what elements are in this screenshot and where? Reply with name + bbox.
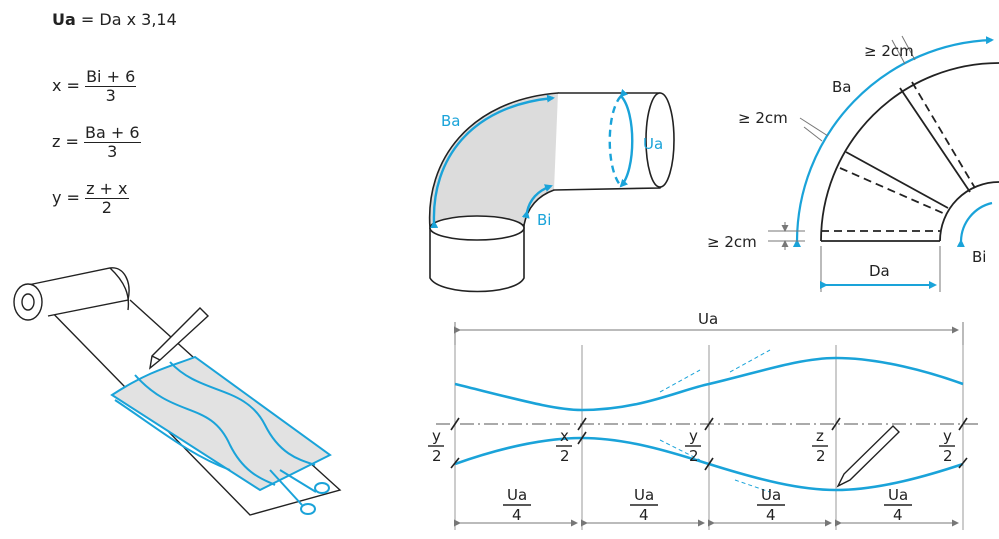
elbow-label-ua: Ua [643,135,663,153]
frac-y-left: y 2 [428,427,444,465]
frac-quarter-1-num: Ua [507,486,527,504]
formula-z-denominator: 3 [107,142,118,161]
frac-quarter-4-num: Ua [888,486,908,504]
frac-quarter-3-den: 4 [766,506,776,524]
frac-quarter-3-num: Ua [761,486,781,504]
frac-z: z 2 [812,427,828,465]
formula-z-lhs: z = [52,132,79,151]
frac-y-left-num: y [432,427,441,445]
segment-label-ba: Ba [832,78,851,96]
frac-y-mid: y 2 [685,427,701,465]
elbow-3d: Ba Ua Bi [428,88,675,293]
frac-x-den: 2 [560,447,570,465]
frac-quarter-1-den: 4 [512,506,522,524]
frac-x: x 2 [556,427,572,465]
segment-layout: ≥ 2cm ≥ 2cm ≥ 2cm Ba Bi Da [707,35,999,292]
frac-z-den: 2 [816,447,826,465]
segment-label-bi: Bi [972,248,986,266]
roll-illustration [13,267,342,516]
formula-y-denominator: 2 [101,198,112,217]
frac-quarter-1: Ua 4 [503,486,531,524]
formula-ua: Ua = Da x 3,14 [52,11,177,29]
frac-y-mid-num: y [689,427,698,445]
segment-gap-bottom: ≥ 2cm [707,233,757,251]
formula-y-lhs: y = [52,188,80,207]
formula-ua-rhs: = Da x 3,14 [80,10,177,29]
segment-label-da: Da [869,262,890,280]
frac-quarter-2-num: Ua [634,486,654,504]
frac-y-mid-den: 2 [689,447,699,465]
elbow-label-bi: Bi [537,211,551,229]
frac-y-right: y 2 [939,427,955,465]
frac-y-right-num: y [943,427,952,445]
formula-ua-lhs: Ua [52,10,76,29]
formula-y-numerator: z + x [85,179,129,199]
unrolled-label-ua: Ua [698,310,718,328]
formula-x-lhs: x = [52,76,80,95]
formula-x-numerator: Bi + 6 [85,67,137,87]
frac-quarter-2: Ua 4 [630,486,658,524]
frac-quarter-2-den: 4 [639,506,649,524]
elbow-label-ba: Ba [441,112,460,130]
frac-z-num: z [816,427,824,445]
segment-gap-mid: ≥ 2cm [738,109,788,127]
unrolled-template: Ua [428,310,982,530]
formula-x-denominator: 3 [105,86,116,105]
frac-quarter-4-den: 4 [893,506,903,524]
frac-y-right-den: 2 [943,447,953,465]
frac-quarter-4: Ua 4 [884,486,912,524]
frac-quarter-3: Ua 4 [757,486,785,524]
frac-x-num: x [560,427,569,445]
segment-gap-top: ≥ 2cm [864,42,914,60]
frac-y-left-den: 2 [432,447,442,465]
formula-z-numerator: Ba + 6 [83,123,141,143]
